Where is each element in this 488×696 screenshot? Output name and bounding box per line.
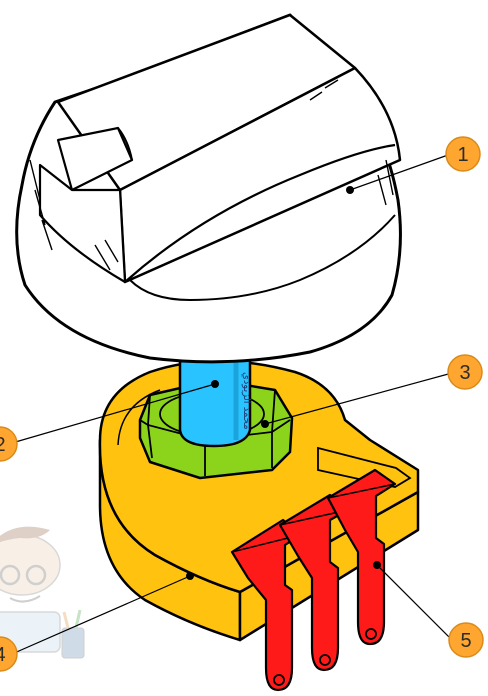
svg-text:1: 1 <box>457 144 468 166</box>
callout-3: 3 <box>448 355 482 389</box>
svg-text:2: 2 <box>0 434 6 456</box>
svg-text:5: 5 <box>460 630 471 652</box>
callout-1: 1 <box>446 137 480 171</box>
knob <box>17 15 401 362</box>
shaft <box>180 360 250 446</box>
mascot-logo <box>0 527 84 658</box>
callout-2: 2 <box>0 427 17 461</box>
callout-5: 5 <box>449 623 483 657</box>
svg-text:4: 4 <box>0 644 6 666</box>
watermark-text: محمد الزيودي <box>241 372 252 430</box>
svg-text:3: 3 <box>459 362 470 384</box>
